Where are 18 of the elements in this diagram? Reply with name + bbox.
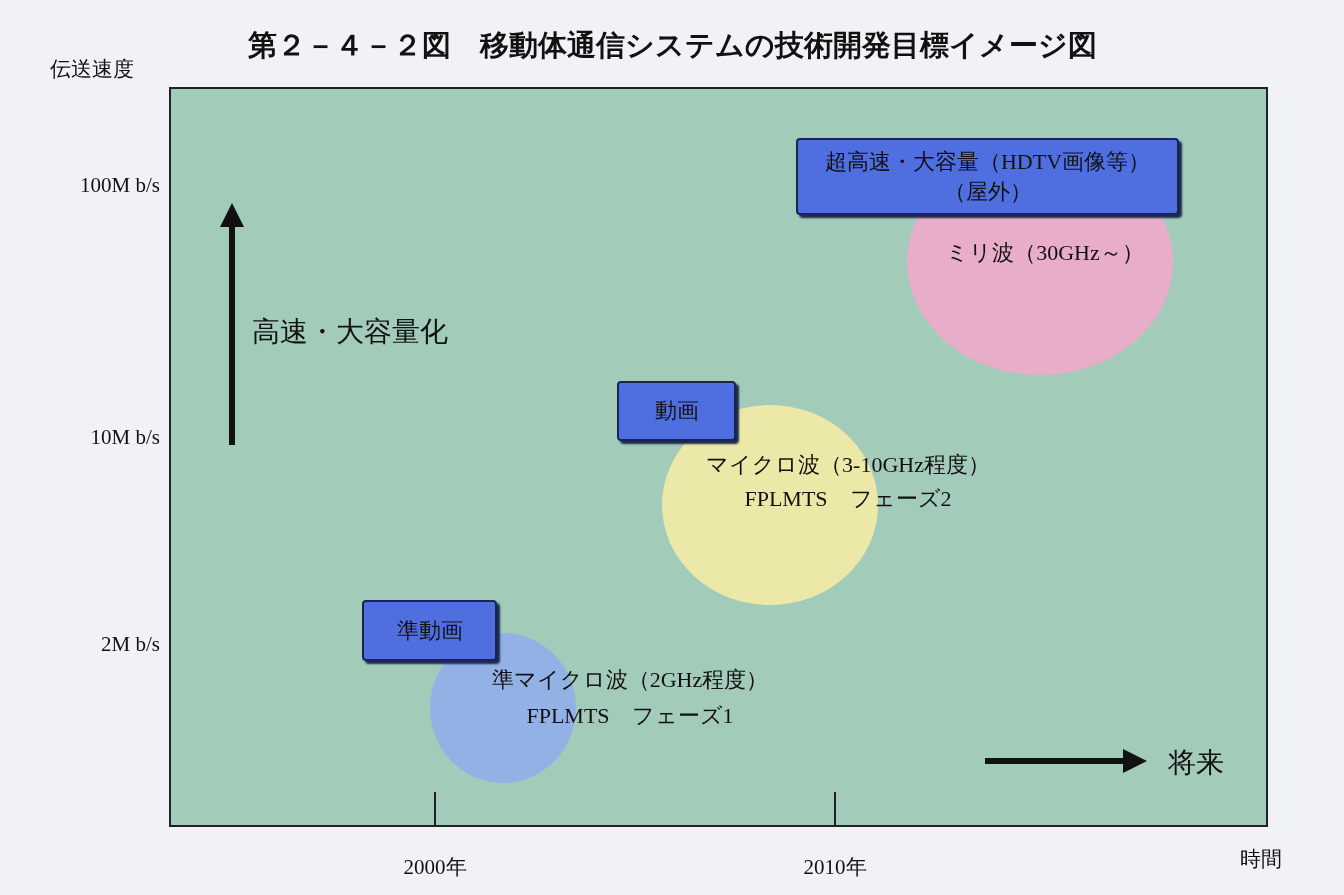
- label-box: 準動画: [362, 600, 497, 661]
- arrow-label: 将来: [1168, 746, 1224, 780]
- tick-label: 10M b/s: [90, 425, 160, 450]
- tick-label: 100M b/s: [80, 173, 160, 198]
- region-label: 準マイクロ波（2GHz程度）: [491, 666, 769, 694]
- axis-title: 時間: [1240, 846, 1282, 873]
- region-label: FPLMTS フェーズ1: [526, 702, 734, 730]
- label-box: 超高速・大容量（HDTV画像等）（屋外）: [796, 138, 1179, 215]
- diagram-title: 第２－４－２図 移動体通信システムの技術開発目標イメージ図: [246, 28, 1098, 63]
- tick-label: 2010年: [803, 854, 867, 881]
- label-box: 動画: [617, 381, 736, 441]
- region-label: ミリ波（30GHz～）: [946, 239, 1144, 267]
- axis-title: 伝送速度: [50, 56, 134, 83]
- region-label: FPLMTS フェーズ2: [744, 485, 952, 513]
- tick-label: 2000年: [403, 854, 467, 881]
- arrow-label: 高速・大容量化: [252, 315, 448, 349]
- region-label: マイクロ波（3-10GHz程度）: [706, 451, 990, 479]
- tick-label: 2M b/s: [101, 632, 160, 657]
